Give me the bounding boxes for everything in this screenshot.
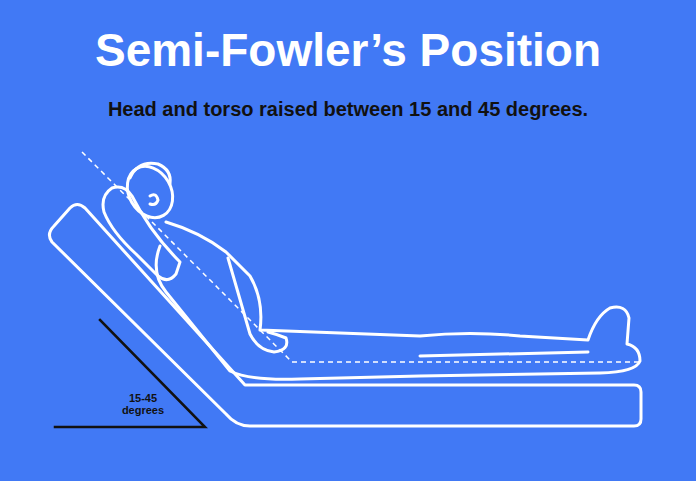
bed	[49, 205, 641, 427]
head	[118, 158, 181, 226]
pillow	[103, 187, 180, 280]
horizontal-axis-dashed	[292, 361, 642, 363]
body-outline	[156, 222, 640, 379]
arm	[228, 258, 287, 352]
angle-marker	[55, 320, 205, 427]
subtitle: Head and torso raised between 15 and 45 …	[0, 97, 696, 121]
leg-line	[420, 352, 588, 356]
torso-axis-dashed	[82, 152, 292, 362]
hair	[130, 163, 170, 184]
ear	[150, 195, 158, 205]
title: Semi-Fowler’s Position	[0, 24, 696, 77]
angle-label: 15-45 degrees	[112, 392, 174, 416]
